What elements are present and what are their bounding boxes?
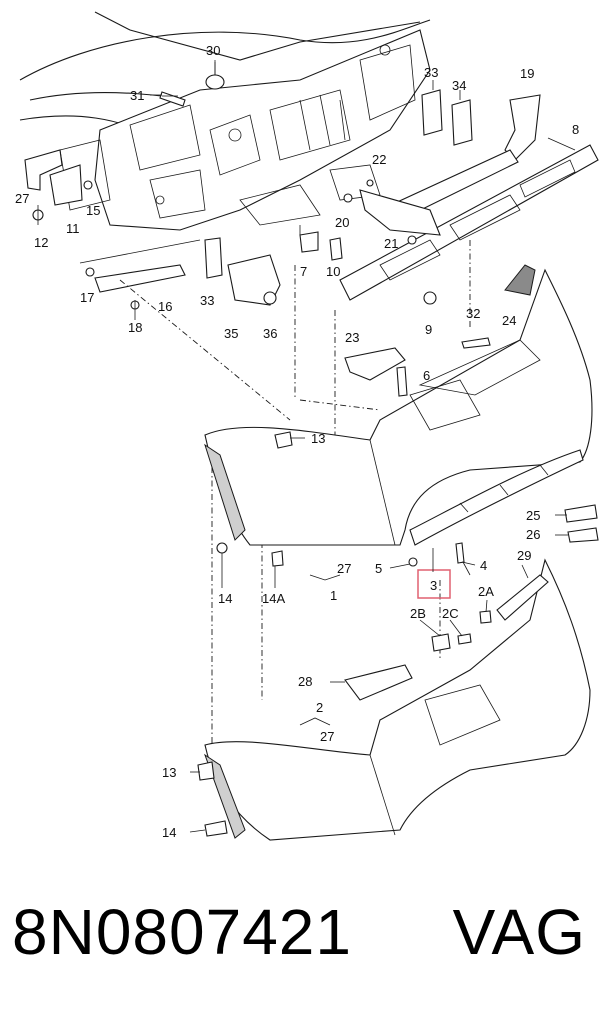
callout-27-lower: 27 [320,729,334,744]
bumper-screws-upper [216,431,465,567]
bumper-cover-2 [204,558,591,841]
callout-12: 12 [34,235,48,250]
callout-11: 11 [66,221,80,236]
callout-4: 4 [480,558,487,573]
parts-33-35-36 [204,237,281,306]
callout-leaders [162,62,568,833]
callout-1: 1 [330,588,337,603]
callout-27-upper: 27 [337,561,351,576]
callout-19: 19 [520,66,534,81]
left-side-parts [24,149,93,225]
part-23-bracket [344,347,406,381]
parts-25-26-reflectors [564,504,599,543]
callout-14A: 14A [262,591,285,606]
highlight-box-3 [417,569,451,599]
callout-2A: 2A [478,584,494,599]
callout-25: 25 [526,508,540,523]
callout-28: 28 [298,674,312,689]
part-24-bracket [504,264,536,296]
callout-23: 23 [345,330,359,345]
parts-16-17-18 [79,239,201,320]
callout-8: 8 [572,122,579,137]
callout-34: 34 [452,78,466,93]
parts-7-10 [299,225,343,261]
part-9-nut [423,291,437,305]
callout-9: 9 [425,322,432,337]
bumper-screws-lower [197,761,228,837]
callout-29: 29 [517,548,531,563]
part-32-screw [461,337,491,349]
callout-5: 5 [375,561,382,576]
leader-dash-lines [119,240,471,760]
callout-13-upper: 13 [311,431,325,446]
callout-36: 36 [263,326,277,341]
callout-21: 21 [384,236,398,251]
part-33-34-brackets [421,80,473,146]
callout-15: 15 [86,203,100,218]
callout-16: 16 [158,299,172,314]
callout-32: 32 [466,306,480,321]
callout-17: 17 [80,290,94,305]
bumper-cover-1 [204,268,593,546]
callout-18: 18 [128,320,142,335]
part-number-text: 8N0807421 [12,896,352,968]
parts-20-21-22 [343,179,441,245]
parts-exploded-diagram: 30 31 33 34 19 8 27 15 11 12 22 20 21 7 … [15,11,599,841]
callout-20: 20 [335,215,349,230]
callout-31: 31 [130,88,144,103]
callout-7: 7 [300,264,307,279]
brand-text: VAG [452,896,586,968]
callout-13-lower: 13 [162,765,176,780]
part-6-screw [396,366,408,397]
callout-14-lower: 14 [162,825,176,840]
callout-33-top: 33 [424,65,438,80]
callout-10: 10 [326,264,340,279]
callout-6: 6 [423,368,430,383]
callout-22: 22 [372,152,386,167]
callout-27-left: 27 [15,191,29,206]
callout-2B: 2B [410,606,426,621]
rear-body-structure [19,11,431,231]
callout-labels: 30 31 33 34 19 8 27 15 11 12 22 20 21 7 … [15,43,579,840]
callout-24: 24 [502,313,516,328]
callout-14-upper: 14 [218,591,232,606]
callout-35: 35 [224,326,238,341]
callout-30: 30 [206,43,220,58]
part-31-pin [150,91,186,107]
callout-33-mid: 33 [200,293,214,308]
callout-2C: 2C [442,606,459,621]
callout-2: 2 [316,700,323,715]
callout-26: 26 [526,527,540,542]
callout-3: 3 [430,578,437,593]
footer: 8N0807421 VAG [0,895,600,1005]
